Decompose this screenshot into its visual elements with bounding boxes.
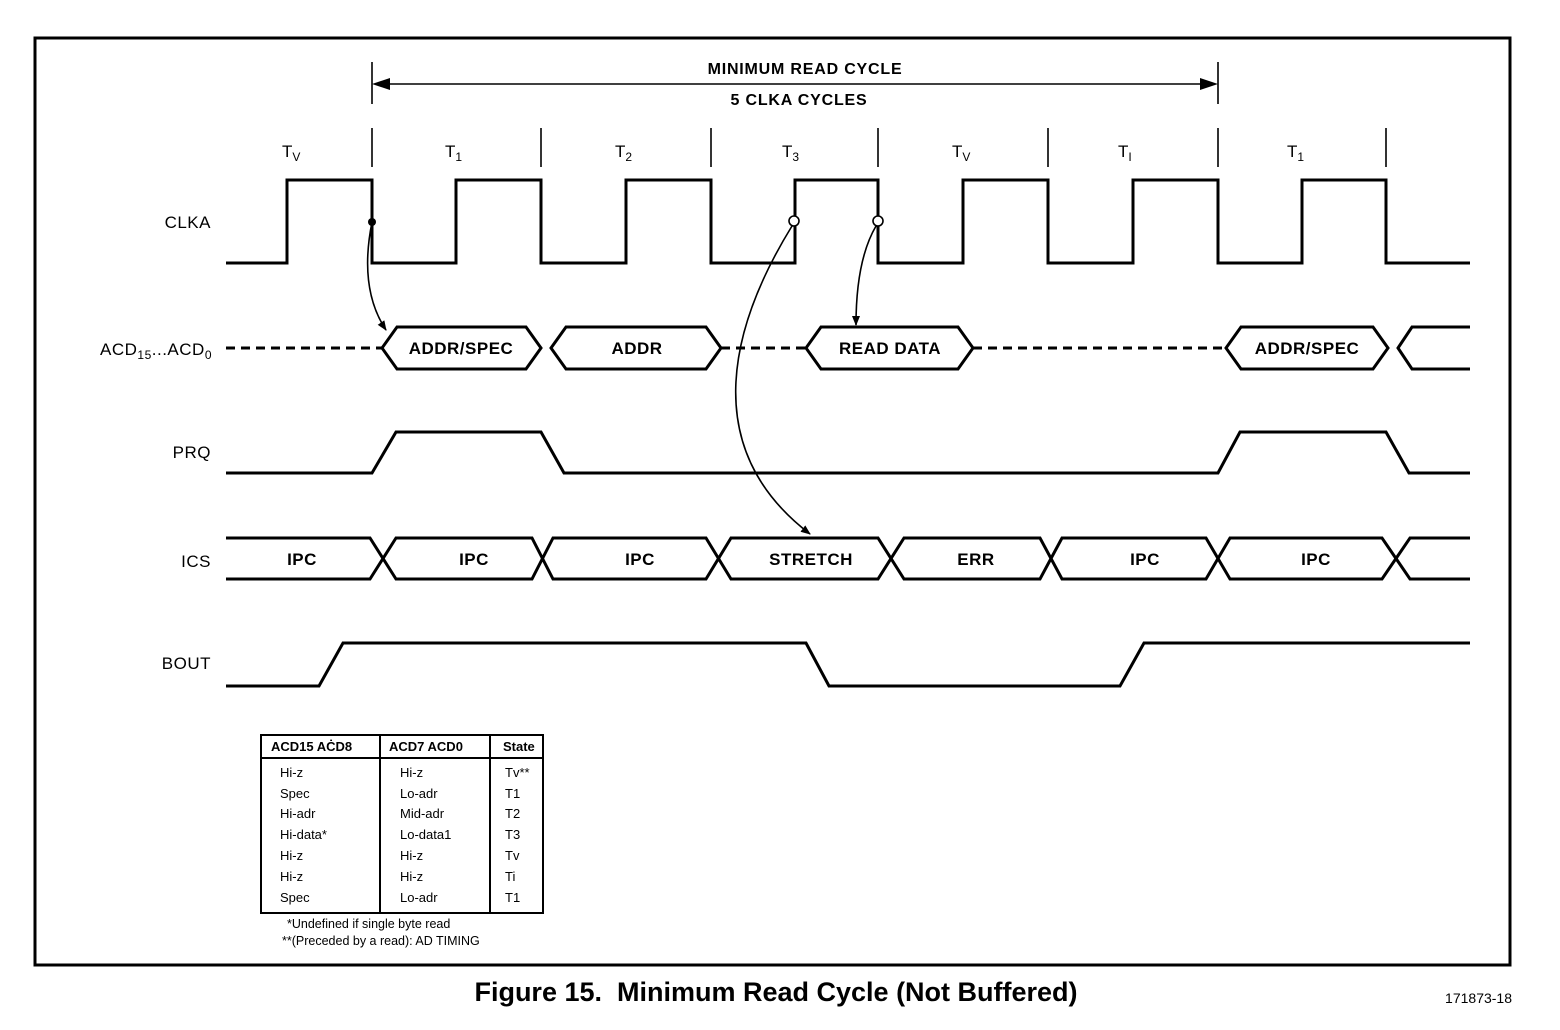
table-header: State [503,739,535,754]
table-header: ACD15 AĊD8 [271,739,352,754]
table-cell: Tv [505,848,520,863]
table-cell: T3 [505,827,520,842]
document-id: 171873-18 [1445,990,1512,1006]
state-table: ACD15 AĊD8 ACD7 ACD0 State Hi-z Hi-z Tv*… [260,734,544,948]
state-boundaries [371,128,1387,167]
state-label: TI [1118,142,1132,164]
table-cell: Hi-z [280,869,303,884]
table-note: **(Preceded by a read): AD TIMING [282,934,480,948]
acd-segment-label: ADDR/SPEC [1255,339,1360,358]
figure-caption: Figure 15. Minimum Read Cycle (Not Buffe… [474,977,1077,1007]
state-label: TV [282,142,300,164]
ics-segment-label: IPC [287,550,317,569]
left-arrow-icon [372,78,390,90]
state-label: TV [952,142,970,164]
state-labels: TV T1 T2 T3 TV TI T1 [282,142,1304,164]
table-cell: Lo-adr [400,890,438,905]
table-cell: Hi-z [400,869,423,884]
table-cell: Hi-z [280,765,303,780]
table-cell: Hi-z [400,848,423,863]
ics-segment-label: IPC [1301,550,1331,569]
arrow-clk-to-readdata [852,225,877,326]
table-cell: Tv** [505,765,530,780]
arrow-clk-to-ics [734,225,811,535]
header-line2: 5 CLKA CYCLES [731,92,868,109]
bout-waveform [226,641,1470,688]
ics-bus: IPC IPC IPC STRETCH ERR IPC IPC [226,536,1470,581]
acd-segment-label: ADDR [611,339,662,358]
arrow-clk-to-acd [366,221,387,331]
ics-segment-label: IPC [1130,550,1160,569]
table-cell: Spec [280,786,310,801]
ics-segment-label: STRETCH [769,550,853,569]
prq-waveform [226,430,1470,475]
table-cell: Hi-adr [280,806,316,821]
table-cell: Hi-data* [280,827,327,842]
edge-circle-icon [872,215,884,227]
table-header: ACD7 ACD0 [389,739,463,754]
ics-segment-label: ERR [957,550,994,569]
signal-label-acd: ACD15...ACD0 [100,340,212,362]
ics-segment-label: IPC [459,550,489,569]
figure-frame [33,36,1512,967]
signal-label-clka: CLKA [165,213,212,232]
signal-label-ics: ICS [181,552,211,571]
table-cell: Hi-z [400,765,423,780]
table-note: *Undefined if single byte read [287,917,450,931]
cycle-span-header: MINIMUM READ CYCLE 5 CLKA CYCLES [371,61,1219,109]
right-arrow-icon [1200,78,1218,90]
state-label: T1 [445,142,462,164]
table-cell: T1 [505,890,520,905]
table-cell: T2 [505,806,520,821]
acd-bus: ADDR/SPEC ADDR READ DATA ADDR/SPEC [226,325,1470,371]
state-label: T3 [782,142,799,164]
signal-label-bout: BOUT [162,654,211,673]
header-line1: MINIMUM READ CYCLE [708,61,903,78]
acd-segment-label: READ DATA [839,339,941,358]
signal-label-prq: PRQ [173,443,211,462]
acd-segment-label: ADDR/SPEC [409,339,514,358]
table-cell: Lo-data1 [400,827,451,842]
timing-arrows [366,215,884,535]
state-label: T2 [615,142,632,164]
table-cell: Hi-z [280,848,303,863]
table-cell: Spec [280,890,310,905]
table-cell: T1 [505,786,520,801]
table-cell: Mid-adr [400,806,445,821]
clka-waveform [226,178,1470,265]
table-cell: Ti [505,869,515,884]
table-cell: Lo-adr [400,786,438,801]
edge-circle-icon [788,215,800,227]
ics-segment-label: IPC [625,550,655,569]
state-label: T1 [1287,142,1304,164]
